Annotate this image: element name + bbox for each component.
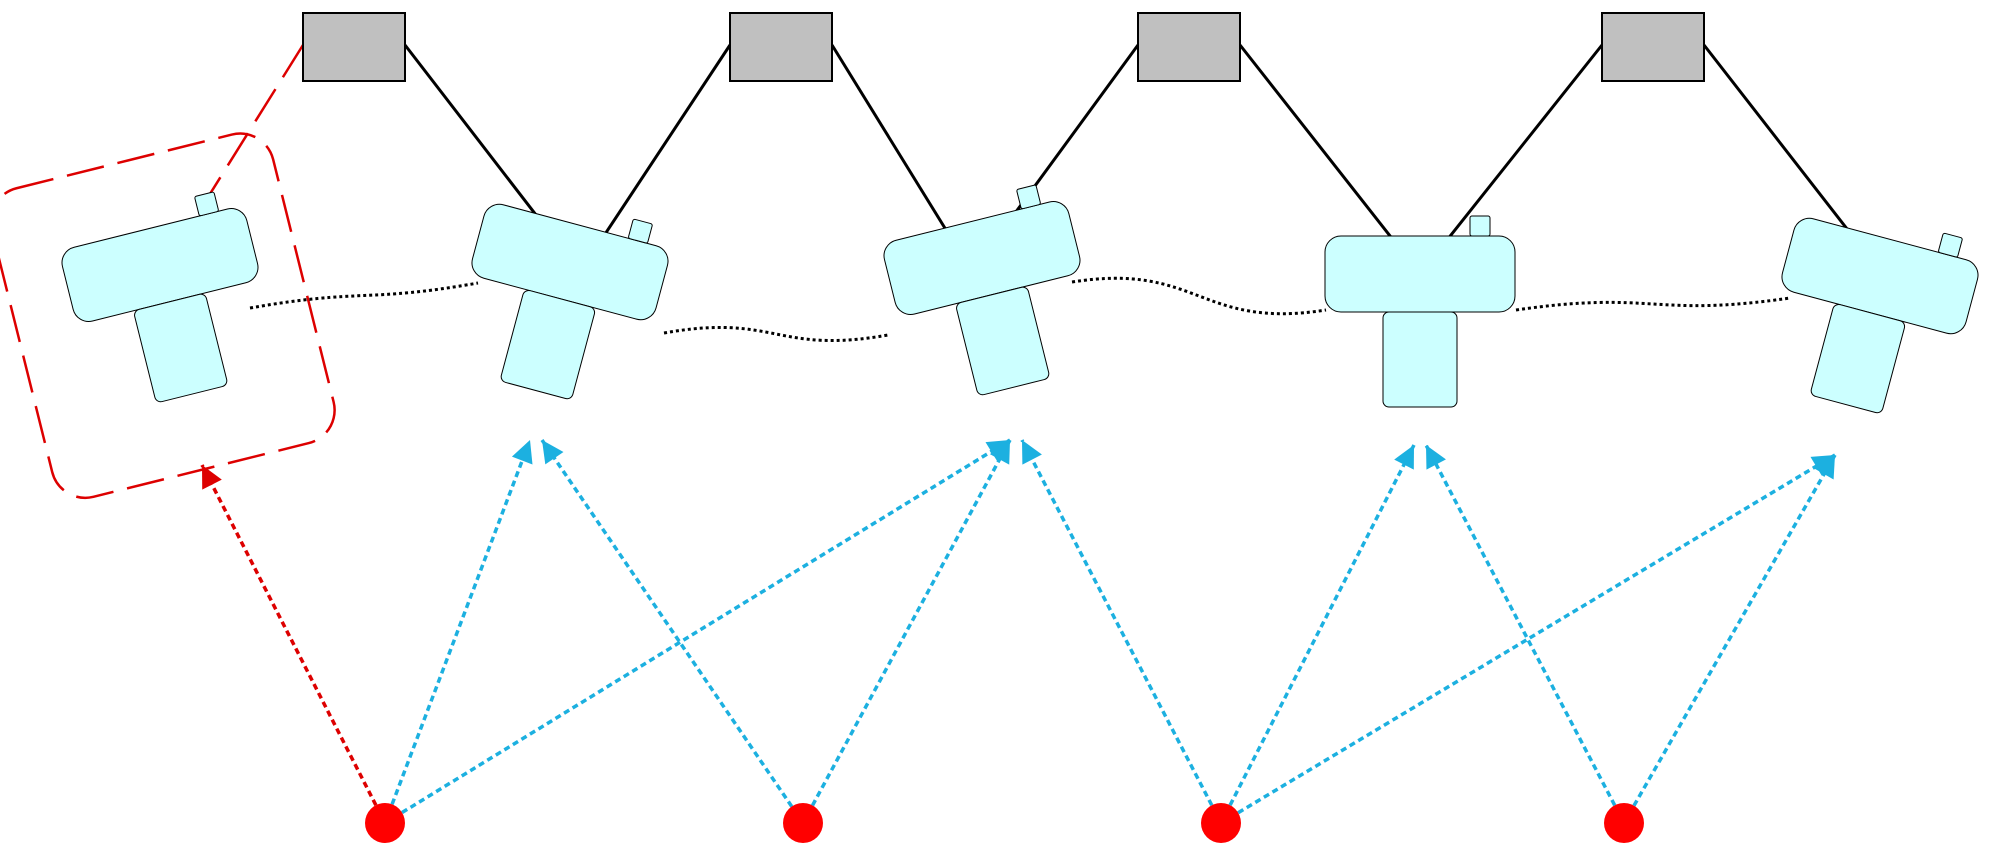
camera-viewfinder — [1469, 215, 1491, 237]
ray-arrowhead — [511, 440, 533, 465]
observation-ray — [1424, 444, 1626, 824]
marker-3 — [1201, 803, 1241, 843]
marker-4 — [1604, 803, 1644, 843]
observation-ray — [540, 439, 805, 824]
markers-layer — [365, 803, 1644, 843]
camera-lens — [1810, 303, 1906, 414]
ray-arrowhead — [1814, 455, 1835, 480]
camera-viewfinder — [1938, 232, 1963, 258]
camera-lens — [500, 289, 596, 400]
camera-3 — [883, 184, 1081, 396]
camera-viewfinder — [194, 191, 219, 217]
camera-viewfinder — [1016, 184, 1041, 210]
observation-ray — [1622, 454, 1837, 824]
observation-ray — [1020, 439, 1223, 824]
box-node-3 — [1137, 12, 1241, 82]
observation-ray — [383, 439, 532, 824]
box-node-2 — [729, 12, 833, 82]
ray-arrowhead — [989, 440, 1010, 465]
marker-1 — [365, 803, 405, 843]
cameras-layer — [61, 184, 1979, 414]
camera-chain-link — [663, 326, 889, 342]
camera-chain-link — [1071, 276, 1327, 316]
camera-viewfinder — [628, 218, 653, 244]
camera-lens — [956, 286, 1050, 396]
camera-5 — [1781, 217, 1979, 414]
ray-arrowhead — [542, 440, 564, 465]
outlier-highlight-frame — [0, 132, 336, 500]
observation-ray — [801, 439, 1012, 824]
box-node-4 — [1601, 12, 1705, 82]
camera-2 — [471, 203, 669, 400]
camera-body — [1324, 235, 1516, 313]
camera-chain-link — [1515, 296, 1791, 312]
camera-lens — [134, 293, 228, 403]
rays-layer — [200, 438, 1837, 825]
ray-arrowhead — [1394, 445, 1414, 470]
ray-arrowhead — [1426, 445, 1446, 470]
ray-arrowhead — [1022, 440, 1042, 465]
marker-2 — [783, 803, 823, 843]
observation-ray — [384, 438, 1011, 825]
observation-ray — [1219, 444, 1416, 824]
outlier-ray — [200, 464, 387, 824]
box-nodes-layer — [302, 12, 1705, 82]
outlier-ray-arrowhead — [202, 465, 222, 490]
camera-chain-link — [249, 281, 479, 310]
box-node-1 — [302, 12, 406, 82]
camera-1 — [61, 191, 259, 403]
links-layer — [0, 44, 1895, 500]
camera-4 — [1324, 215, 1516, 408]
camera-lens — [1382, 311, 1458, 408]
